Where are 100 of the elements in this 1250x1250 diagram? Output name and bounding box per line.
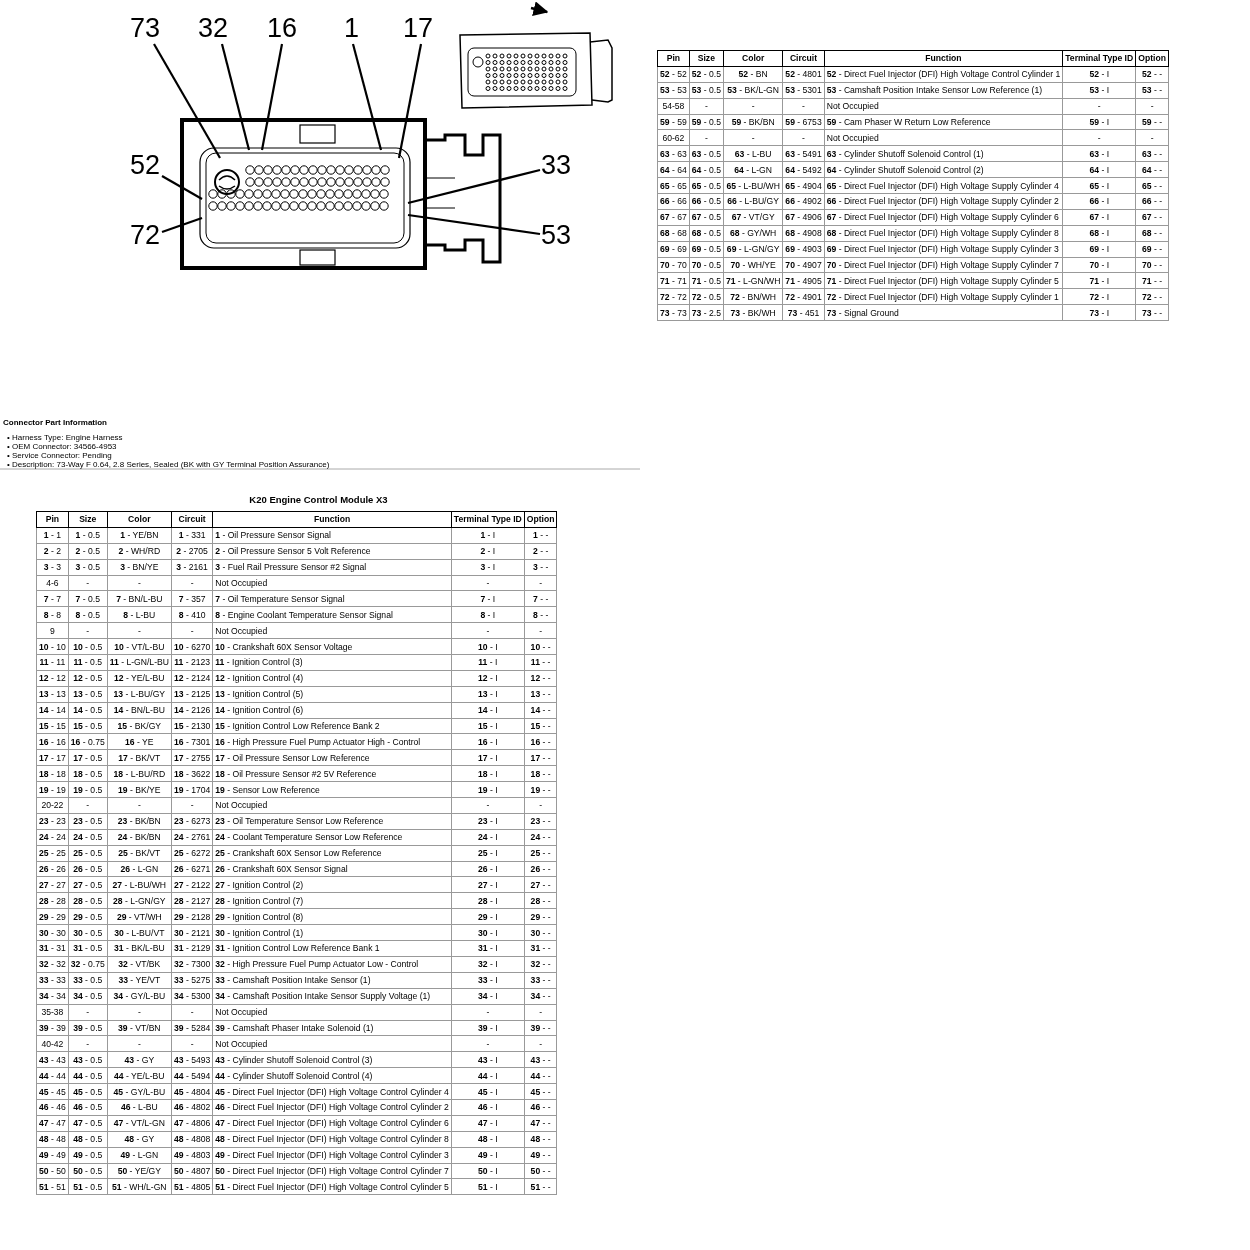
table-cell: 8 - 8 — [36, 606, 69, 623]
table-cell: 23 - 0.5 — [68, 813, 108, 830]
table-cell: 68 - Direct Fuel Injector (DFI) High Voltage Supply Cylinder 8 — [824, 225, 1063, 242]
table-cell: 68 - GY/WH — [723, 225, 783, 242]
table-cell: - — [524, 622, 557, 639]
table-cell: 48 - - — [524, 1131, 557, 1148]
table-cell: 65 - I — [1062, 177, 1136, 194]
table-cell: 43 - 5493 — [171, 1051, 213, 1068]
table-cell: - — [451, 1035, 525, 1052]
table-cell: 15 - 2130 — [171, 718, 213, 734]
table-cell: 32 - 7300 — [171, 956, 213, 973]
table-cell: 13 - 13 — [36, 686, 69, 703]
table-cell: 45 - 45 — [36, 1083, 69, 1100]
table-cell: 29 - I — [451, 908, 525, 925]
table-cell: 70 - - — [1135, 257, 1169, 273]
table-cell: 44 - 44 — [36, 1067, 69, 1084]
column-header: Function — [212, 511, 452, 528]
table-cell: 71 - 71 — [657, 272, 690, 289]
table-cell: 68 - I — [1062, 225, 1136, 242]
table-cell: 46 - 4802 — [171, 1099, 213, 1116]
table-cell: 50 - 50 — [36, 1163, 69, 1179]
table-cell: 7 - Oil Temperature Sensor Signal — [212, 590, 452, 607]
table-cell: 7 - - — [524, 590, 557, 607]
table-cell: 46 - L-BU — [107, 1099, 172, 1116]
table-cell: 68 - - — [1135, 225, 1169, 242]
table-cell: 32 - - — [524, 956, 557, 973]
table-cell: 64 - 5492 — [782, 161, 825, 178]
table-cell: 72 - - — [1135, 288, 1169, 305]
table-cell: 47 - 4806 — [171, 1115, 213, 1132]
table-cell: 19 - 1704 — [171, 781, 213, 798]
table-cell: 17 - - — [524, 749, 557, 766]
table-cell: - — [451, 622, 525, 639]
table-cell: 64 - Cylinder Shutoff Solenoid Control (2) — [824, 161, 1063, 178]
table-cell: 9 — [36, 622, 69, 639]
table-cell: 49 - Direct Fuel Injector (DFI) High Voltage Control Cylinder 3 — [212, 1147, 452, 1163]
column-header: Size — [689, 50, 724, 67]
table-cell: 13 - L-BU/GY — [107, 686, 172, 703]
table-cell: 10 - 0.5 — [68, 638, 108, 655]
table-cell: - — [782, 129, 825, 146]
table-cell: 23 - - — [524, 813, 557, 830]
table-cell: Not Occupied — [824, 129, 1063, 146]
table-cell: - — [723, 129, 783, 146]
table-cell: 65 - - — [1135, 177, 1169, 194]
table-cell: 72 - Direct Fuel Injector (DFI) High Voltage Supply Cylinder 1 — [824, 288, 1063, 305]
leader-line — [407, 168, 541, 205]
table-cell: 63 - - — [1135, 145, 1169, 162]
table-cell: 33 - 5275 — [171, 972, 213, 989]
table-cell: 70 - 70 — [657, 257, 690, 273]
table-cell: - — [68, 575, 108, 591]
table-cell: - — [68, 1035, 108, 1052]
table-cell: 19 - - — [524, 781, 557, 798]
table-cell: 69 - - — [1135, 241, 1169, 258]
table-cell: 73 - BK/WH — [723, 304, 783, 321]
table-cell: 8 - L-BU — [107, 606, 172, 623]
table-cell: 19 - 0.5 — [68, 781, 108, 798]
table-cell: 26 - L-GN — [107, 861, 172, 877]
table-cell: 66 - L-BU/GY — [723, 193, 783, 210]
table-cell: 19 - 19 — [36, 781, 69, 798]
table-cell: 53 - I — [1062, 82, 1136, 99]
table-cell: - — [107, 575, 172, 591]
table-cell: - — [689, 129, 724, 146]
table-cell: - — [1062, 98, 1136, 115]
table-cell: 23 - 23 — [36, 813, 69, 830]
table-cell: 45 - 4804 — [171, 1083, 213, 1100]
table-cell: 3 - 2161 — [171, 559, 213, 576]
table-cell: 66 - I — [1062, 193, 1136, 210]
table-cell: 71 - I — [1062, 272, 1136, 289]
table-cell: 26 - I — [451, 861, 525, 877]
table-cell: 18 - I — [451, 765, 525, 782]
table-cell: 18 - 3622 — [171, 765, 213, 782]
table-cell: 15 - 15 — [36, 718, 69, 734]
table-cell: 8 - Engine Coolant Temperature Sensor Signal — [212, 606, 452, 623]
table-cell: 10 - Crankshaft 60X Sensor Voltage — [212, 638, 452, 655]
table-cell: 28 - 0.5 — [68, 892, 108, 909]
column-header: Terminal Type ID — [1062, 50, 1136, 67]
table-cell: 8 - I — [451, 606, 525, 623]
table-cell: 69 - Direct Fuel Injector (DFI) High Voltage Supply Cylinder 3 — [824, 241, 1063, 258]
table-cell: 67 - - — [1135, 209, 1169, 226]
table-cell: 7 - 357 — [171, 590, 213, 607]
table-cell: 32 - I — [451, 956, 525, 973]
table-cell: 73 - - — [1135, 304, 1169, 321]
table-cell: 67 - 0.5 — [689, 209, 724, 226]
table-cell: 64 - L-GN — [723, 161, 783, 178]
table-cell: 53 - - — [1135, 82, 1169, 99]
table-cell: 70 - Direct Fuel Injector (DFI) High Voltage Supply Cylinder 7 — [824, 257, 1063, 273]
table-cell: 44 - - — [524, 1067, 557, 1084]
table-cell: 70 - WH/YE — [723, 257, 783, 273]
table-cell: 65 - 4904 — [782, 177, 825, 194]
table-cell: 65 - Direct Fuel Injector (DFI) High Voltage Supply Cylinder 4 — [824, 177, 1063, 194]
table-cell: 50 - 0.5 — [68, 1163, 108, 1179]
table-cell: 71 - L-GN/WH — [723, 272, 783, 289]
table-cell: 13 - - — [524, 686, 557, 703]
table-cell: 34 - GY/L-BU — [107, 988, 172, 1005]
table-cell: Not Occupied — [212, 622, 452, 639]
table-cell: 39 - 5284 — [171, 1020, 213, 1036]
table-cell: 50 - Direct Fuel Injector (DFI) High Voltage Control Cylinder 7 — [212, 1163, 452, 1179]
table-cell: 1 - I — [451, 527, 525, 544]
table-cell: 14 - 2126 — [171, 702, 213, 719]
table-cell: - — [171, 1004, 213, 1020]
table-cell: - — [524, 1035, 557, 1052]
